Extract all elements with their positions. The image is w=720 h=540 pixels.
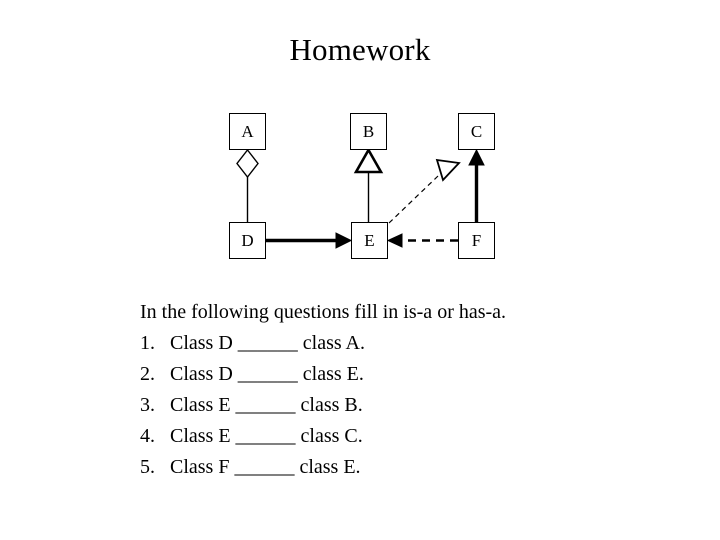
uml-class-c-label: C (470, 122, 483, 141)
uml-class-a-label: A (241, 122, 254, 141)
uml-class-d-label: D (241, 231, 254, 250)
uml-class-diagram: E : solid thick arrow --> E : dashed arr… (236, 147, 485, 249)
relationship-aggregation-a-d (236, 148, 259, 222)
question-text: Class D ______ class A. (170, 332, 365, 354)
question-number: 1. (140, 332, 155, 354)
uml-class-b-label: B (362, 122, 375, 141)
question-number: 5. (140, 456, 155, 478)
question-item-2: 2. Class D ______ class E. (140, 359, 660, 390)
question-text: Class E ______ class B. (170, 394, 363, 416)
question-text: Class D ______ class E. (170, 363, 364, 385)
uml-class-f[interactable]: F (458, 222, 495, 259)
uml-class-c[interactable]: C (458, 113, 495, 150)
relationship-association-d-e (266, 232, 353, 249)
question-number: 3. (140, 394, 155, 416)
page-title: Homework (289, 32, 431, 67)
question-number: 4. (140, 425, 155, 447)
question-item-1: 1. Class D ______ class A. (140, 328, 660, 359)
hollow-triangle-marker (353, 147, 384, 174)
relationship-generalization-b-e (353, 147, 384, 222)
uml-class-a[interactable]: A (229, 113, 266, 150)
question-item-3: 3. Class E ______ class B. (140, 390, 660, 421)
hollow-diamond-marker (236, 148, 259, 179)
relationship-dependency-f-e (386, 233, 458, 248)
solid-arrow-marker (386, 233, 403, 248)
questions-intro: In the following questions fill in is-a … (140, 301, 507, 323)
relationship-realization-e-c (388, 158, 461, 224)
question-item-4: 4. Class E ______ class C. (140, 421, 660, 452)
solid-arrow-marker (335, 232, 353, 249)
uml-class-d[interactable]: D (229, 222, 266, 259)
uml-class-e-label: E (364, 231, 375, 250)
question-text: Class E ______ class C. (170, 425, 363, 447)
uml-class-b[interactable]: B (350, 113, 387, 150)
realization-line (388, 175, 439, 224)
question-number: 2. (140, 363, 155, 385)
uml-class-f-label: F (471, 231, 482, 250)
solid-arrow-marker (468, 148, 485, 166)
question-item-5: 5. Class F ______ class E. (140, 452, 660, 483)
uml-class-e[interactable]: E (351, 222, 388, 259)
hollow-triangle-marker (435, 158, 461, 182)
questions-block: In the following questions fill in is-a … (140, 297, 660, 483)
question-text: Class F ______ class E. (170, 456, 361, 478)
relationship-association-f-c (468, 148, 485, 222)
